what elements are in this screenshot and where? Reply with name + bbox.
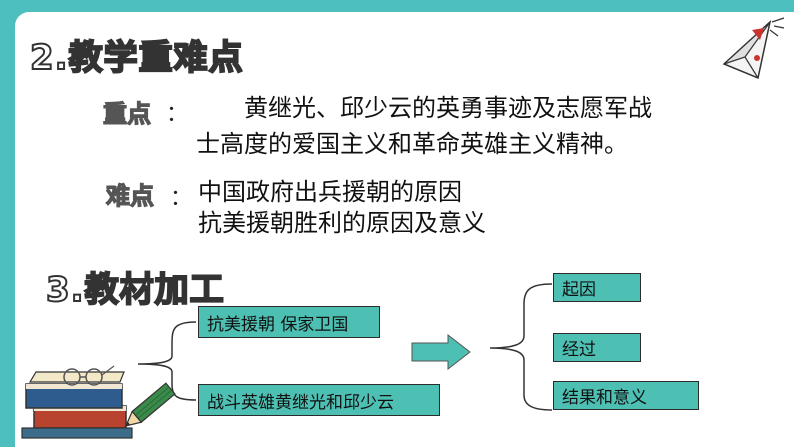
- content-card: [15, 12, 794, 447]
- box-resist-us-aid-korea: 抗美援朝 保家卫国: [198, 306, 380, 338]
- colon-important: ：: [166, 102, 189, 127]
- difficult-line-2: 抗美援朝胜利的原因及意义: [198, 209, 486, 237]
- right-brace: [489, 283, 553, 411]
- heading-textbook: 3.教材加工: [45, 269, 225, 311]
- colon-difficult: ：: [170, 186, 193, 211]
- books-glasses-icon: [21, 365, 133, 439]
- box-result-significance: 结果和意义: [553, 381, 699, 410]
- important-line-1: 黄继光、邱少云的英勇事迹及志愿军战: [244, 94, 652, 122]
- important-line-2: 士高度的爱国主义和革命英雄主义精神。: [196, 130, 628, 158]
- right-arrow-icon: [411, 333, 471, 371]
- label-important: 重点: [102, 99, 151, 128]
- box-cause: 起因: [553, 273, 641, 302]
- pencil-icon: [124, 382, 176, 427]
- label-difficult: 难点: [105, 181, 154, 210]
- heading-key-points: 2.教学重难点: [29, 37, 244, 79]
- paper-plane-icon: [722, 17, 785, 80]
- box-combat-heroes: 战斗英雄黄继光和邱少云: [198, 384, 440, 416]
- difficult-line-1: 中国政府出兵援朝的原因: [198, 178, 462, 206]
- box-process: 经过: [553, 333, 641, 362]
